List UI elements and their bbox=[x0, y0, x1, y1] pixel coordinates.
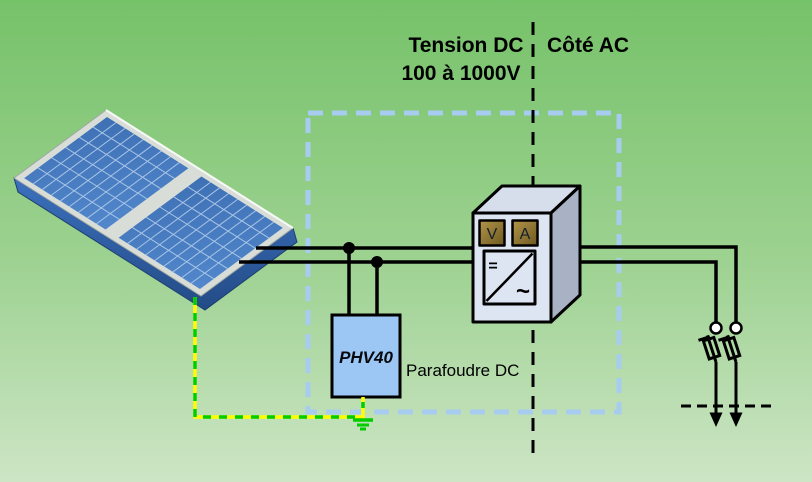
earth-wire-green-dashes bbox=[193, 297, 364, 419]
ac-symbol-icon: ~ bbox=[516, 278, 530, 305]
arrow-down-icon-right bbox=[729, 412, 743, 427]
junction-dot-negative bbox=[371, 256, 383, 268]
solar-panel-face bbox=[14, 110, 293, 296]
arrow-down-icon-left bbox=[709, 412, 723, 427]
earth-wiring bbox=[193, 297, 373, 431]
ac-wire-line1 bbox=[560, 245, 738, 322]
ac-disconnect bbox=[681, 321, 773, 427]
fuse-icon-right bbox=[717, 334, 742, 363]
disconnect-terminal-right bbox=[729, 321, 743, 335]
ground-icon bbox=[353, 418, 373, 431]
surge-protector-model: PHV40 bbox=[339, 348, 393, 367]
solar-panel-glint bbox=[106, 110, 293, 228]
ammeter-letter: A bbox=[520, 226, 531, 243]
converter-diagonal bbox=[485, 252, 534, 302]
disconnect-terminal-left bbox=[709, 321, 723, 335]
dc-wiring bbox=[239, 245, 738, 322]
voltmeter-badge bbox=[478, 219, 506, 247]
ammeter-badge bbox=[511, 219, 539, 247]
dc-symbol-icon: = bbox=[488, 258, 497, 275]
dc-zone-title-line2: 100 à 1000V bbox=[401, 62, 520, 85]
inverter-box: V A = ~ bbox=[471, 184, 582, 324]
dc-zone-title-line1: Tension DC bbox=[408, 34, 523, 57]
ac-wire-line2 bbox=[560, 260, 718, 322]
pv-cell-grid bbox=[24, 117, 283, 289]
solar-panel bbox=[14, 110, 298, 311]
ac-zone-title: Côté AC bbox=[547, 34, 629, 57]
voltmeter-letter: V bbox=[487, 226, 498, 243]
junction-dot-positive bbox=[343, 242, 355, 254]
fuse-icon-left bbox=[697, 334, 722, 363]
surge-protector-caption: Parafoudre DC bbox=[406, 361, 519, 380]
surge-protector-box bbox=[330, 313, 402, 399]
